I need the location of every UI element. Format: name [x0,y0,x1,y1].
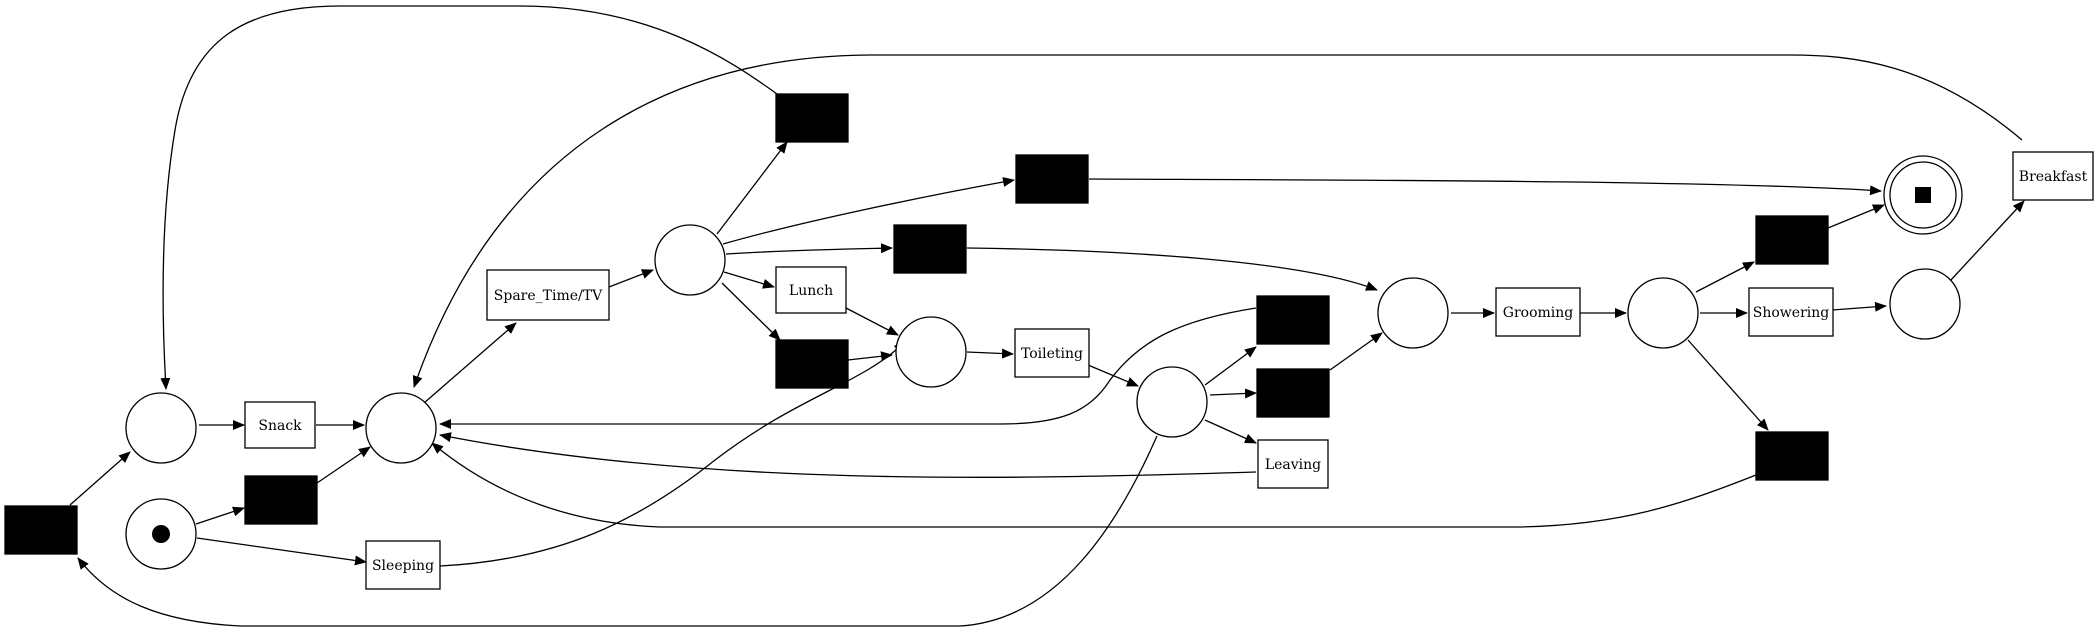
arcs [69,5,2025,627]
arc-after-tv-to-tau-end [722,177,1015,245]
arc-spare-time-tv-to-after-tv [608,269,654,288]
arc-after-groom-to-tau-end2 [1695,261,1755,293]
transition-lunch-label: Lunch [789,283,833,299]
token-dot [152,525,170,543]
transition-sleeping-box [365,540,441,590]
place-after-groom [1627,277,1699,349]
arc-breakfast-to-hub [412,54,2023,388]
arc-after-groom-to-tau-hub2 [1687,339,1769,431]
place-groom-in [1377,277,1449,349]
silent-transition-tv-to-end [1015,154,1089,204]
arc-showering-to-after-shower [1831,301,1887,312]
arc-sleeping-to-toilet-in [439,341,906,567]
arc-tau-hub-to-hub [439,307,1257,429]
arc-tau-init-to-hub [316,446,371,484]
transition-grooming-box [1495,287,1581,337]
silent-transition-toilet-to-hub [1256,295,1330,345]
place-toilet-in [895,316,967,388]
arc-tau-end2-to-final [1827,204,1885,229]
arc-after-toilet-to-tau-groom2 [1209,388,1257,399]
places [125,155,1963,570]
silent-transition-tv-to-groom [893,224,967,274]
arc-after-toilet-to-tau-loop-left [77,435,1158,627]
place-after-tv [654,224,726,296]
transition-leaving-box [1257,439,1329,489]
silent-transition-groom-to-end [1755,215,1829,265]
arc-leaving-to-hub [439,432,1257,478]
silent-transition-loop-left [4,505,78,555]
silent-transition-init-to-hub [244,475,318,525]
silent-transition-groom-to-hub [1755,431,1829,481]
transitions: Snack Spare_Time/TV Lunch Toileting Groo… [244,151,2094,590]
transition-grooming-label: Grooming [1503,305,1574,321]
arc-tau-snack-to-snack-in [160,5,778,390]
arc-tau-groom2-to-groom-in [1329,332,1383,371]
arc-after-toilet-to-leaving [1204,419,1257,444]
transition-breakfast-box [2012,151,2094,201]
arc-initial-to-sleeping [196,537,367,566]
arc-after-tv-to-tau-toilet [721,282,781,341]
silent-transition-tv-to-toilet [775,339,849,389]
transition-leaving-label: Leaving [1265,457,1321,473]
arc-tau-hub2-to-hub [431,442,1757,528]
transition-showering-box [1748,287,1834,337]
arc-tau-loop-left-to-snack-in [69,451,131,506]
transition-sleeping-label: Sleeping [372,558,434,574]
transition-snack-label: Snack [258,418,302,434]
transition-breakfast-label: Breakfast [2019,169,2088,185]
transition-spare-time-tv-box [486,269,610,321]
final-marker-square [1915,187,1931,203]
arc-toilet-in-to-toileting [966,348,1014,359]
transition-toileting-label: Toileting [1021,346,1083,362]
silent-transition-toilet-to-groom [1256,368,1330,418]
transition-spare-time-tv-label: Spare_Time/TV [494,288,603,304]
arc-hub-to-spare-time-tv [423,322,517,404]
arc-initial-to-tau-init [195,506,245,525]
arc-after-tv-to-lunch [723,271,775,289]
silent-transition-tv-to-snack [775,93,849,143]
place-after-shower [1889,268,1961,340]
arc-tau-end-to-final [1088,178,1882,196]
arc-after-tv-to-tau-groom [725,243,893,255]
place-after-toilet [1136,366,1208,438]
arc-after-toilet-to-tau-hub [1204,346,1257,386]
place-hub [365,392,437,464]
silent-transitions [4,93,1829,555]
arc-after-tv-to-tau-snack [716,141,788,235]
arc-lunch-to-toilet-in [845,307,899,336]
arc-tau-toilet-to-toilet-in [847,351,893,362]
transition-lunch-box [775,266,847,314]
place-snack-in [125,392,197,464]
transition-toileting-box [1014,328,1090,378]
transition-showering-label: Showering [1753,305,1829,321]
arc-after-shower-to-breakfast [1949,200,2025,282]
transition-snack-box [244,401,316,449]
arc-tau-groom-to-groom-in [966,247,1378,291]
